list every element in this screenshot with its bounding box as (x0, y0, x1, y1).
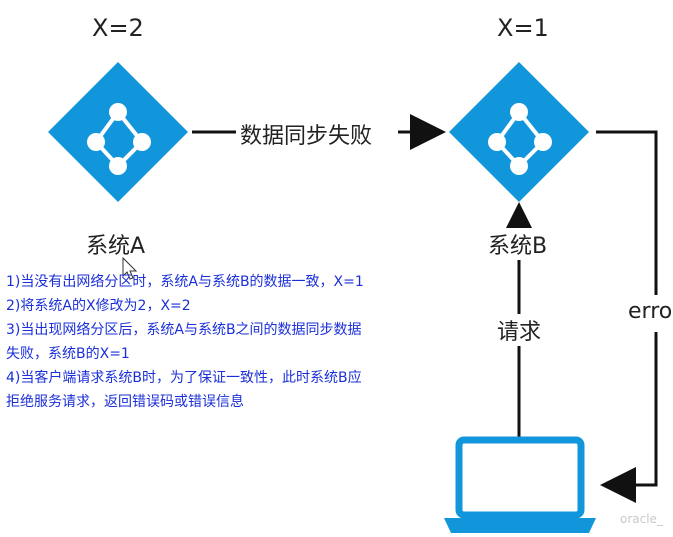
note-line: 拒绝服务请求，返回错误码或错误信息 (6, 394, 244, 410)
request-label: 请求 (495, 314, 544, 346)
system-a-x-value: X=2 (92, 14, 144, 42)
note-line: 2)将系统A的X修改为2，X=2 (6, 298, 191, 314)
cursor-icon (122, 256, 138, 280)
system-b-label: 系统B (486, 228, 550, 260)
error-label: error (626, 299, 673, 324)
note-line: 1)当没有出网络分区时，系统A与系统B的数据一致，X=1 (6, 274, 364, 290)
system-a-node (48, 62, 188, 202)
system-b-node (449, 62, 589, 202)
error-arrow (596, 130, 658, 503)
note-line: 3)当出现网络分区后，系统A与系统B之间的数据同步数据 (6, 322, 362, 338)
note-line: 失败，系统B的X=1 (6, 346, 130, 362)
sync-failed-label: 数据同步失败 (240, 124, 373, 149)
note-line: 4)当客户端请求系统B时，为了保证一致性，此时系统B应 (6, 370, 362, 386)
watermark: oracle_ (620, 512, 663, 526)
system-a-label: 系统A (86, 234, 146, 259)
explanation-notes: 1)当没有出网络分区时，系统A与系统B的数据一致，X=1 2)将系统A的X修改为… (6, 270, 466, 414)
system-b-x-value: X=1 (497, 14, 549, 42)
laptop-icon (444, 436, 596, 533)
